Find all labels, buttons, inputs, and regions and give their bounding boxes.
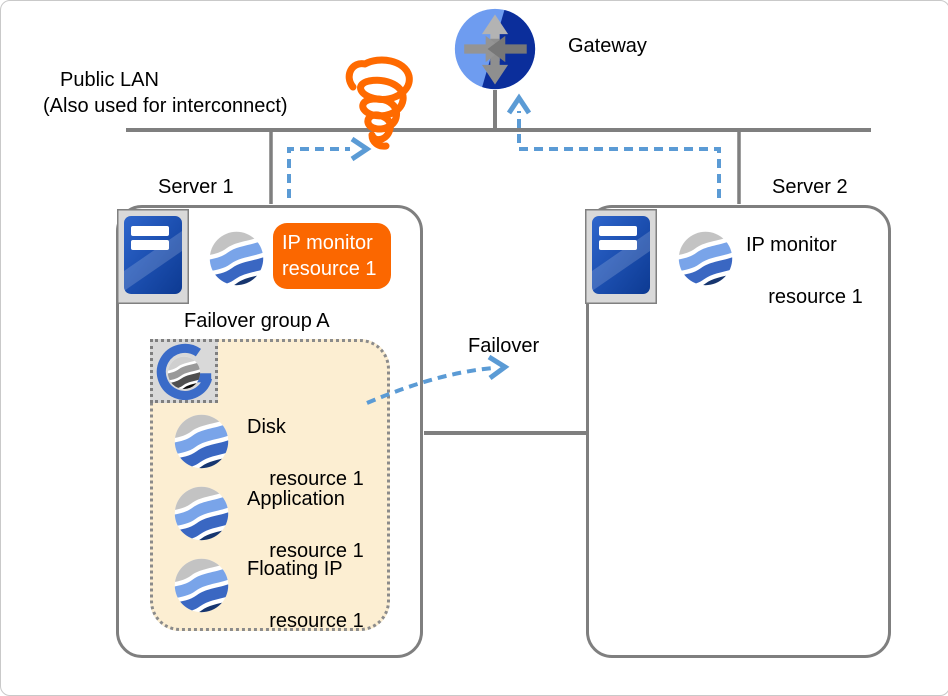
disk-resource-line1: Disk <box>247 416 286 438</box>
server2-ip-monitor-label: IP monitor resource 1 <box>746 232 863 310</box>
disk-resource-label: Disk resource 1 <box>247 414 364 492</box>
failover-group-label: Failover group A <box>184 310 330 332</box>
ip-monitor-resource-icon <box>208 230 265 287</box>
application-resource-line1: Application <box>247 488 345 510</box>
floating-ip-resource-icon <box>173 557 230 614</box>
server2-label: Server 2 <box>772 176 848 198</box>
gateway-icon <box>453 7 537 91</box>
disk-resource-line2: resource 1 <box>269 468 364 490</box>
ip-monitor-badge-line1: IP monitor <box>282 232 373 254</box>
network-failure-scribble-icon <box>345 56 413 150</box>
failover-arrowhead <box>487 354 510 381</box>
server1-label: Server 1 <box>158 176 234 198</box>
server2-monitor-arrow <box>517 111 721 198</box>
server1-icon <box>117 209 189 304</box>
ip-monitor-resource-icon <box>677 230 734 287</box>
ip-monitor-badge: IP monitor resource 1 <box>273 223 391 289</box>
server1-monitor-arrow <box>287 147 350 198</box>
server2-ip-monitor-line2: resource 1 <box>768 286 863 308</box>
public-lan-note-line2: (Also used for interconnect) <box>43 95 288 117</box>
failover-label: Failover <box>468 335 540 357</box>
floating-ip-resource-line2: resource 1 <box>269 610 364 632</box>
application-resource-label: Application resource 1 <box>247 486 364 564</box>
public-lan-note-line1: Public LAN <box>60 69 159 91</box>
gateway-label: Gateway <box>568 35 647 57</box>
failover-group-icon <box>150 339 218 403</box>
floating-ip-resource-line1: Floating IP <box>247 558 343 580</box>
ip-monitor-badge-line2: resource 1 <box>282 258 377 280</box>
server2-icon <box>585 209 657 304</box>
disk-resource-icon <box>173 413 230 470</box>
floating-ip-resource-label: Floating IP resource 1 <box>247 556 364 634</box>
server2-ip-monitor-line1: IP monitor <box>746 234 837 256</box>
server1-monitor-arrowhead <box>350 136 372 162</box>
server2-monitor-arrowhead <box>506 93 532 115</box>
application-resource-line2: resource 1 <box>269 540 364 562</box>
application-resource-icon <box>173 485 230 542</box>
